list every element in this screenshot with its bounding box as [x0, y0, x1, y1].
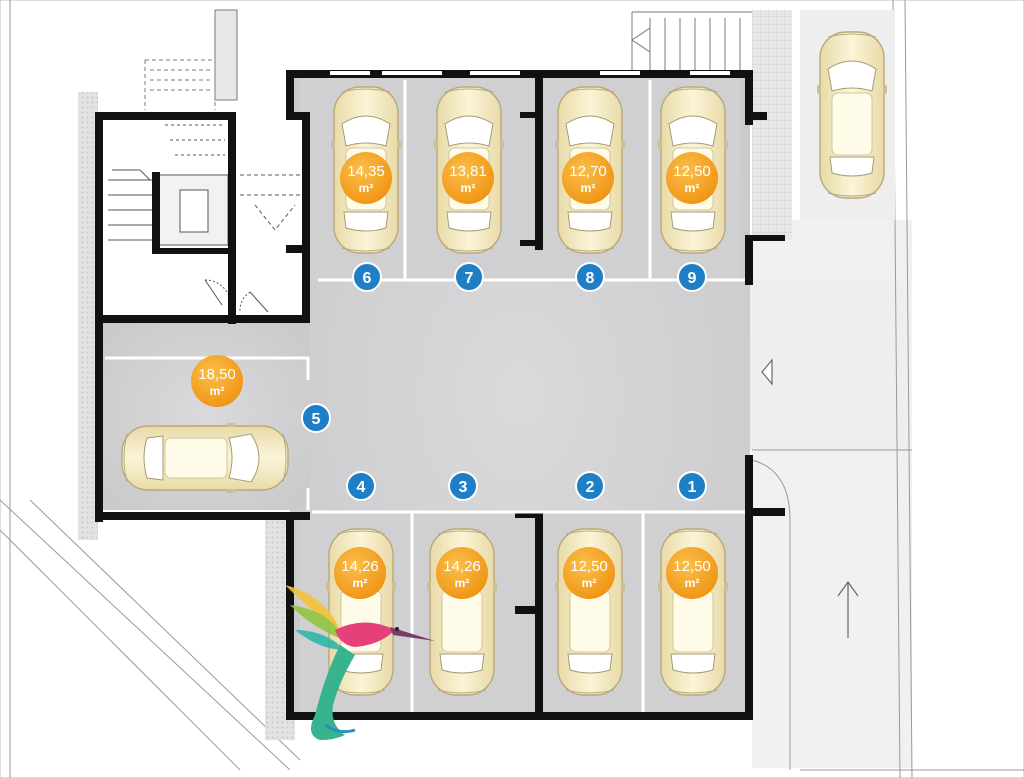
spot-number-9: 9 [677, 262, 707, 292]
svg-text:9: 9 [688, 270, 697, 287]
stairwell-block [100, 115, 305, 320]
svg-text:12,70: 12,70 [569, 163, 607, 180]
svg-text:13,81: 13,81 [449, 163, 487, 180]
svg-text:5: 5 [312, 411, 321, 428]
spot-number-5: 5 [301, 403, 331, 433]
spot-number-4: 4 [346, 471, 376, 501]
svg-text:m²: m² [685, 576, 700, 590]
spot-number-2: 2 [575, 471, 605, 501]
parking-lines [105, 80, 745, 712]
svg-text:14,26: 14,26 [443, 558, 481, 575]
up-arrow-icon [837, 580, 859, 638]
windows [330, 71, 730, 75]
svg-text:m²: m² [581, 181, 596, 195]
svg-text:12,50: 12,50 [673, 163, 711, 180]
car-outside [816, 31, 888, 199]
hummingbird-logo-icon [285, 585, 435, 740]
svg-text:14,35: 14,35 [347, 163, 385, 180]
svg-text:12,50: 12,50 [570, 558, 608, 575]
spot-number-8: 8 [575, 262, 605, 292]
svg-text:m²: m² [461, 181, 476, 195]
entry-arrow-icon [761, 358, 773, 386]
svg-text:m²: m² [359, 181, 374, 195]
svg-text:3: 3 [459, 479, 468, 496]
svg-text:m²: m² [210, 384, 225, 398]
svg-text:4: 4 [357, 479, 366, 496]
paved-area-left [78, 92, 98, 540]
car-spot-5 [122, 423, 288, 493]
svg-text:7: 7 [465, 270, 474, 287]
svg-text:m²: m² [353, 576, 368, 590]
tiled-walkway [752, 10, 792, 240]
svg-text:12,50: 12,50 [673, 558, 711, 575]
svg-text:6: 6 [363, 270, 372, 287]
svg-text:14,26: 14,26 [341, 558, 379, 575]
spot-number-3: 3 [448, 471, 478, 501]
svg-text:m²: m² [685, 181, 700, 195]
spot-number-1: 1 [677, 471, 707, 501]
svg-text:m²: m² [455, 576, 470, 590]
svg-text:1: 1 [688, 479, 697, 496]
driveway [750, 280, 910, 450]
svg-text:8: 8 [586, 270, 595, 287]
spot-number-6: 6 [352, 262, 382, 292]
svg-text:m²: m² [582, 576, 597, 590]
svg-text:18,50: 18,50 [198, 366, 236, 383]
spot-number-badges: 6 7 8 9 5 4 3 2 1 [301, 262, 707, 501]
svg-text:2: 2 [586, 479, 595, 496]
direction-arrows [761, 358, 859, 638]
exterior-stairs [144, 9, 752, 110]
spot-number-7: 7 [454, 262, 484, 292]
